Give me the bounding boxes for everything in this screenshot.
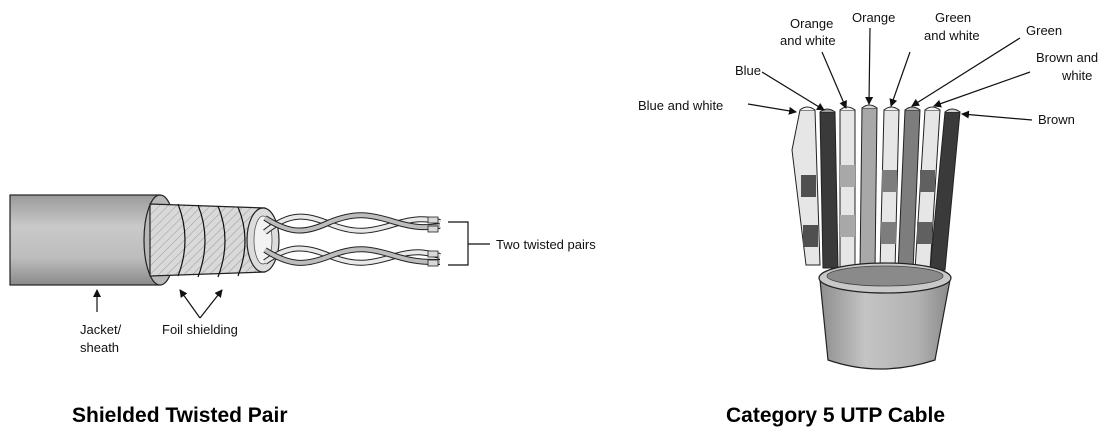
utp-label-green-white-line1: Green: [935, 10, 971, 25]
utp-wire-green-white: [879, 106, 900, 271]
utp-label-brown-white-line1: Brown and: [1036, 50, 1098, 65]
utp-wire-orange-white: [839, 106, 856, 271]
stp-foil-shielding: [149, 203, 280, 278]
utp-label-brown-white-line2: white: [1061, 68, 1092, 83]
stp-label-jacket-line1: Jacket/: [80, 322, 122, 337]
utp-label-orange: Orange: [852, 10, 895, 25]
utp-diagram: Blue and white Blue Orange and white Ora…: [638, 10, 1098, 427]
utp-label-orange-white-line2: and white: [780, 33, 836, 48]
utp-label-orange-white-line1: Orange: [790, 16, 833, 31]
utp-label-green-white-line2: and white: [924, 28, 980, 43]
utp-label-green: Green: [1026, 23, 1062, 38]
utp-caption: Category 5 UTP Cable: [726, 404, 945, 427]
stp-caption: Shielded Twisted Pair: [72, 404, 288, 427]
utp-leader-lines: [747, 27, 1033, 121]
utp-jacket: [818, 262, 952, 370]
stp-twisted-pair-lower: [263, 245, 441, 267]
stp-foil-arrow-left: [179, 289, 201, 319]
stp-foil-arrow-right: [199, 289, 223, 319]
stp-twisted-pair-upper: [263, 212, 441, 235]
utp-wire-blue: [819, 108, 839, 269]
stp-diagram: Two twisted pairs Jacket/ sheath Foil sh…: [9, 194, 596, 427]
utp-label-brown: Brown: [1038, 112, 1075, 127]
utp-wire-brown: [929, 108, 961, 271]
stp-label-jacket-line2: sheath: [80, 340, 119, 355]
utp-wire-orange: [859, 104, 878, 271]
utp-label-blue-and-white: Blue and white: [638, 98, 723, 113]
utp-wire-blue-white: [791, 106, 821, 266]
stp-pairs-bracket: [448, 221, 490, 266]
stp-label-foil-shielding: Foil shielding: [162, 322, 238, 337]
utp-label-blue: Blue: [735, 63, 761, 78]
stp-label-two-twisted-pairs: Two twisted pairs: [496, 237, 596, 252]
